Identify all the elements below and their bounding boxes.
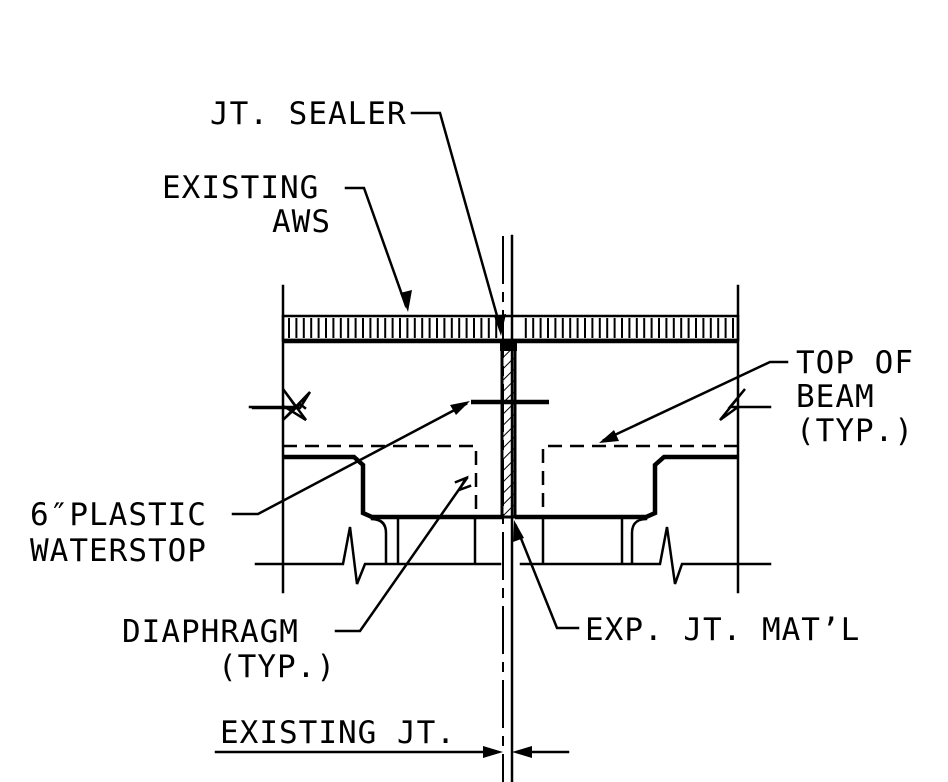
- label-top-of-beam-line1: TOP OF: [796, 345, 914, 381]
- label-jt-sealer: JT. SEALER: [210, 96, 407, 132]
- leader-jt-sealer: [410, 111, 506, 336]
- joint-sealer: [500, 341, 517, 351]
- bottom-break-line-right: [519, 526, 772, 585]
- left-break-symbol: [248, 388, 308, 422]
- leader-existing-aws: [344, 186, 412, 312]
- left-diaphragm-outline: [283, 454, 502, 520]
- aws-wearing-surface: [281, 314, 740, 342]
- leader-exp-jt-matl: [513, 520, 580, 630]
- dimension-existing-jt: [214, 746, 570, 758]
- right-break-symbol: [719, 388, 772, 422]
- label-existing-aws-line2: AWS: [272, 204, 331, 240]
- label-top-of-beam-line3: (TYP.): [796, 413, 914, 449]
- leader-waterstop: [231, 401, 470, 516]
- label-waterstop-line2: WATERSTOP: [30, 533, 207, 569]
- beam-web-lines: [370, 517, 648, 564]
- label-diaphragm-line1: DIAPHRAGM: [122, 614, 299, 650]
- leader-top-of-beam: [599, 360, 789, 443]
- bottom-break-line-left: [254, 526, 502, 585]
- label-waterstop-line1: 6″PLASTIC: [30, 497, 207, 533]
- aws-hatch-ticks: [288, 318, 734, 338]
- right-diaphragm-outline: [515, 454, 738, 520]
- leader-diaphragm: [334, 475, 472, 633]
- label-existing-jt: EXISTING JT.: [220, 715, 456, 751]
- label-diaphragm-line2: (TYP.): [218, 649, 336, 685]
- label-exp-jt-matl: EXP. JT. MAT’L: [585, 612, 860, 648]
- label-top-of-beam-line2: BEAM: [796, 379, 875, 415]
- label-existing-aws-line1: EXISTING: [162, 170, 319, 206]
